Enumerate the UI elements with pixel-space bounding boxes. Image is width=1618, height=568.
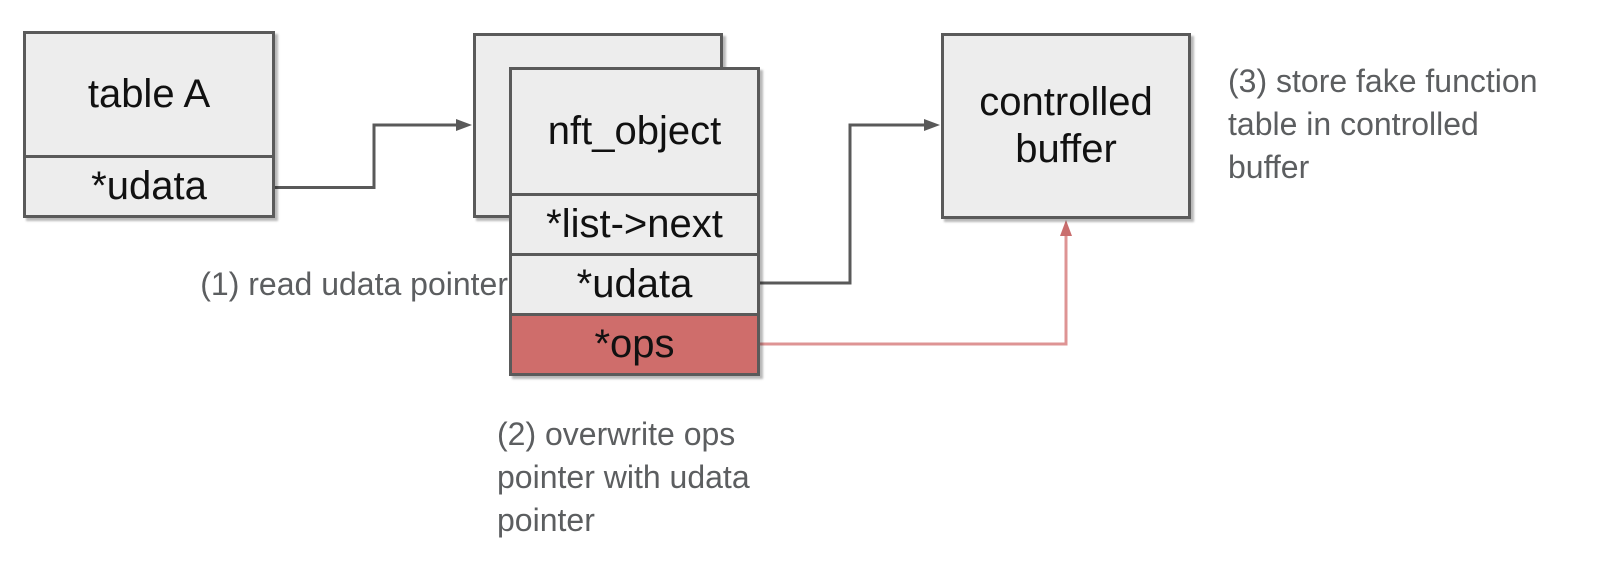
table-a-box: table A *udata <box>23 31 275 218</box>
table-udata-to-nft-arrow <box>275 119 472 189</box>
nft-field-list-next: *list->next <box>512 193 757 253</box>
ops-to-buffer-arrow <box>760 220 1072 346</box>
annotation-step2: (2) overwrite ops pointer with udata poi… <box>497 416 750 538</box>
controlled-buffer-box: controlled buffer <box>941 33 1191 219</box>
nft-field-ops: *ops <box>512 313 757 373</box>
table-a-title: table A <box>87 71 211 116</box>
nft-field-udata: *udata <box>512 253 757 313</box>
annotation-step1: (1) read udata pointer <box>200 266 508 302</box>
nft-udata-to-buffer-arrow <box>760 119 940 285</box>
annotation-step3: (3) store fake function table in control… <box>1228 63 1538 185</box>
nft-object-box: nft_object *list->next *udata *ops <box>509 67 760 376</box>
table-a-field-udata: *udata <box>26 155 272 215</box>
nft-object-title: nft_object <box>547 108 722 153</box>
